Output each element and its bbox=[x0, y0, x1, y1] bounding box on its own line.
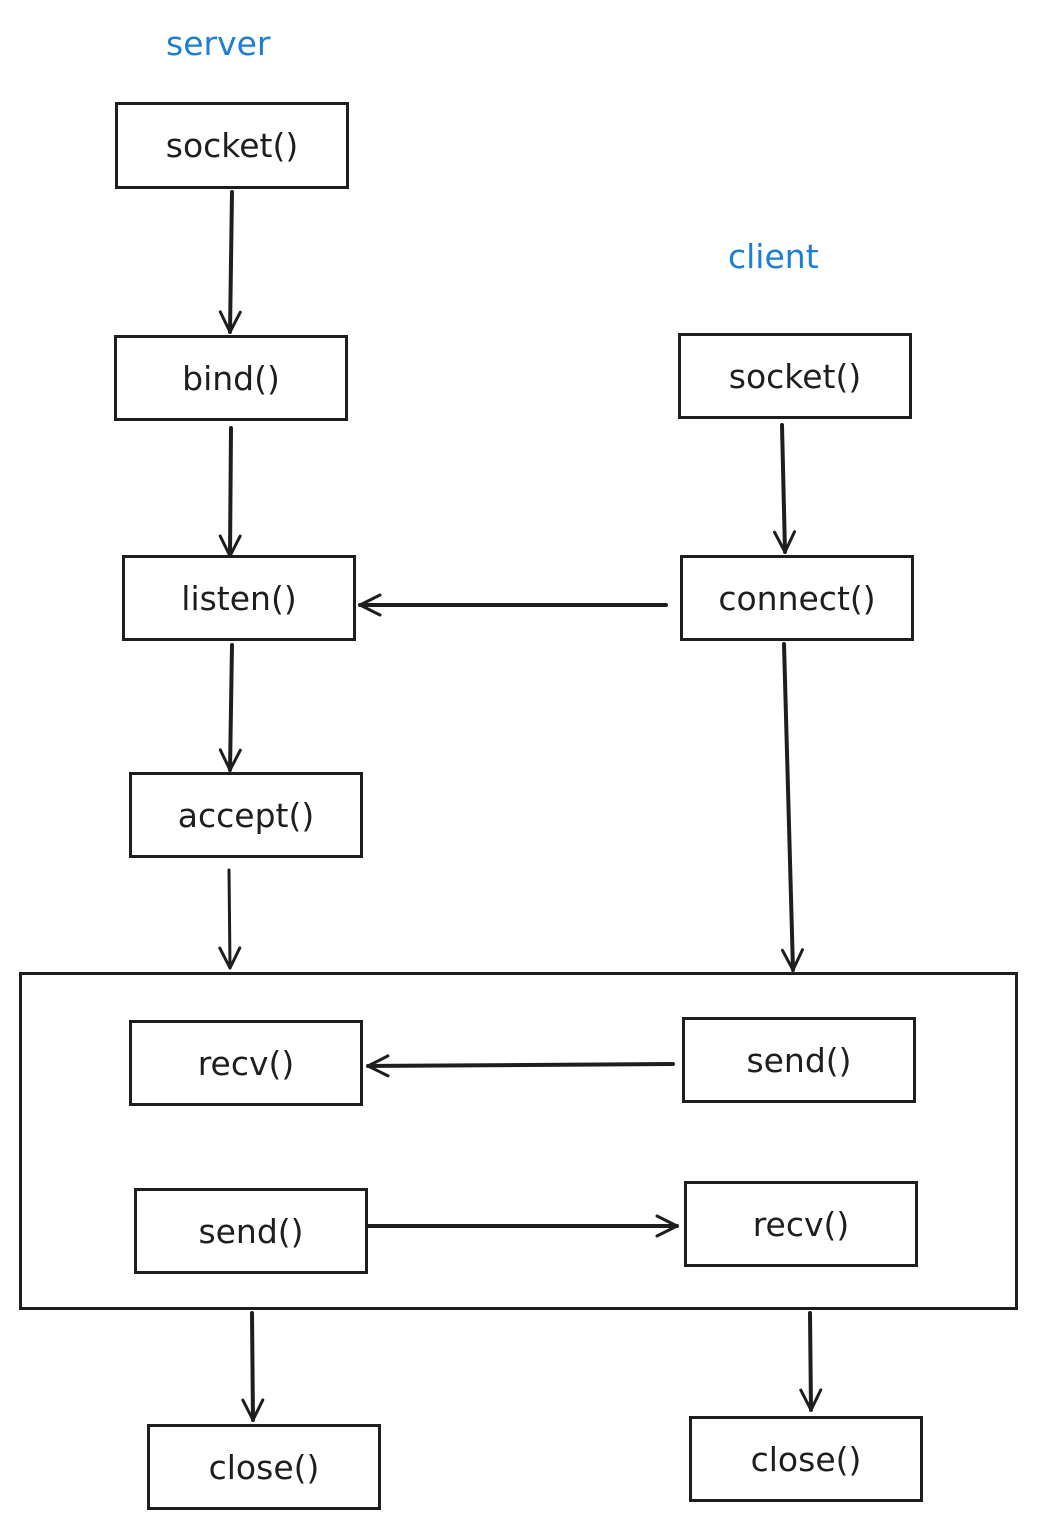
client-heading: client bbox=[728, 237, 819, 276]
server-close-node: close() bbox=[147, 1424, 381, 1510]
arrow-server-listen-to-accept bbox=[218, 643, 242, 772]
server-recv-node: recv() bbox=[129, 1020, 363, 1106]
server-heading: server bbox=[166, 24, 271, 63]
server-bind-node: bind() bbox=[114, 335, 348, 421]
arrow-server-socket-to-bind bbox=[218, 190, 242, 334]
client-socket-node: socket() bbox=[678, 333, 912, 419]
data-exchange-group bbox=[19, 972, 1018, 1310]
client-send-node: send() bbox=[682, 1017, 916, 1103]
server-accept-node: accept() bbox=[129, 772, 363, 858]
arrow-server-bind-to-listen bbox=[218, 426, 242, 558]
arrow-client-send-to-server-recv bbox=[366, 1054, 675, 1078]
server-send-node: send() bbox=[134, 1188, 368, 1274]
client-recv-node: recv() bbox=[684, 1181, 918, 1267]
server-socket-node: socket() bbox=[115, 102, 349, 189]
client-connect-node: connect() bbox=[680, 555, 914, 641]
client-close-node: close() bbox=[689, 1416, 923, 1502]
arrow-client-connect-to-exchange bbox=[780, 642, 804, 972]
server-listen-node: listen() bbox=[122, 555, 356, 641]
arrow-client-socket-to-connect bbox=[773, 423, 797, 554]
arrow-server-accept-to-exchange bbox=[218, 868, 242, 970]
arrow-exchange-to-server-close bbox=[241, 1311, 265, 1422]
arrow-exchange-to-client-close bbox=[799, 1311, 823, 1412]
